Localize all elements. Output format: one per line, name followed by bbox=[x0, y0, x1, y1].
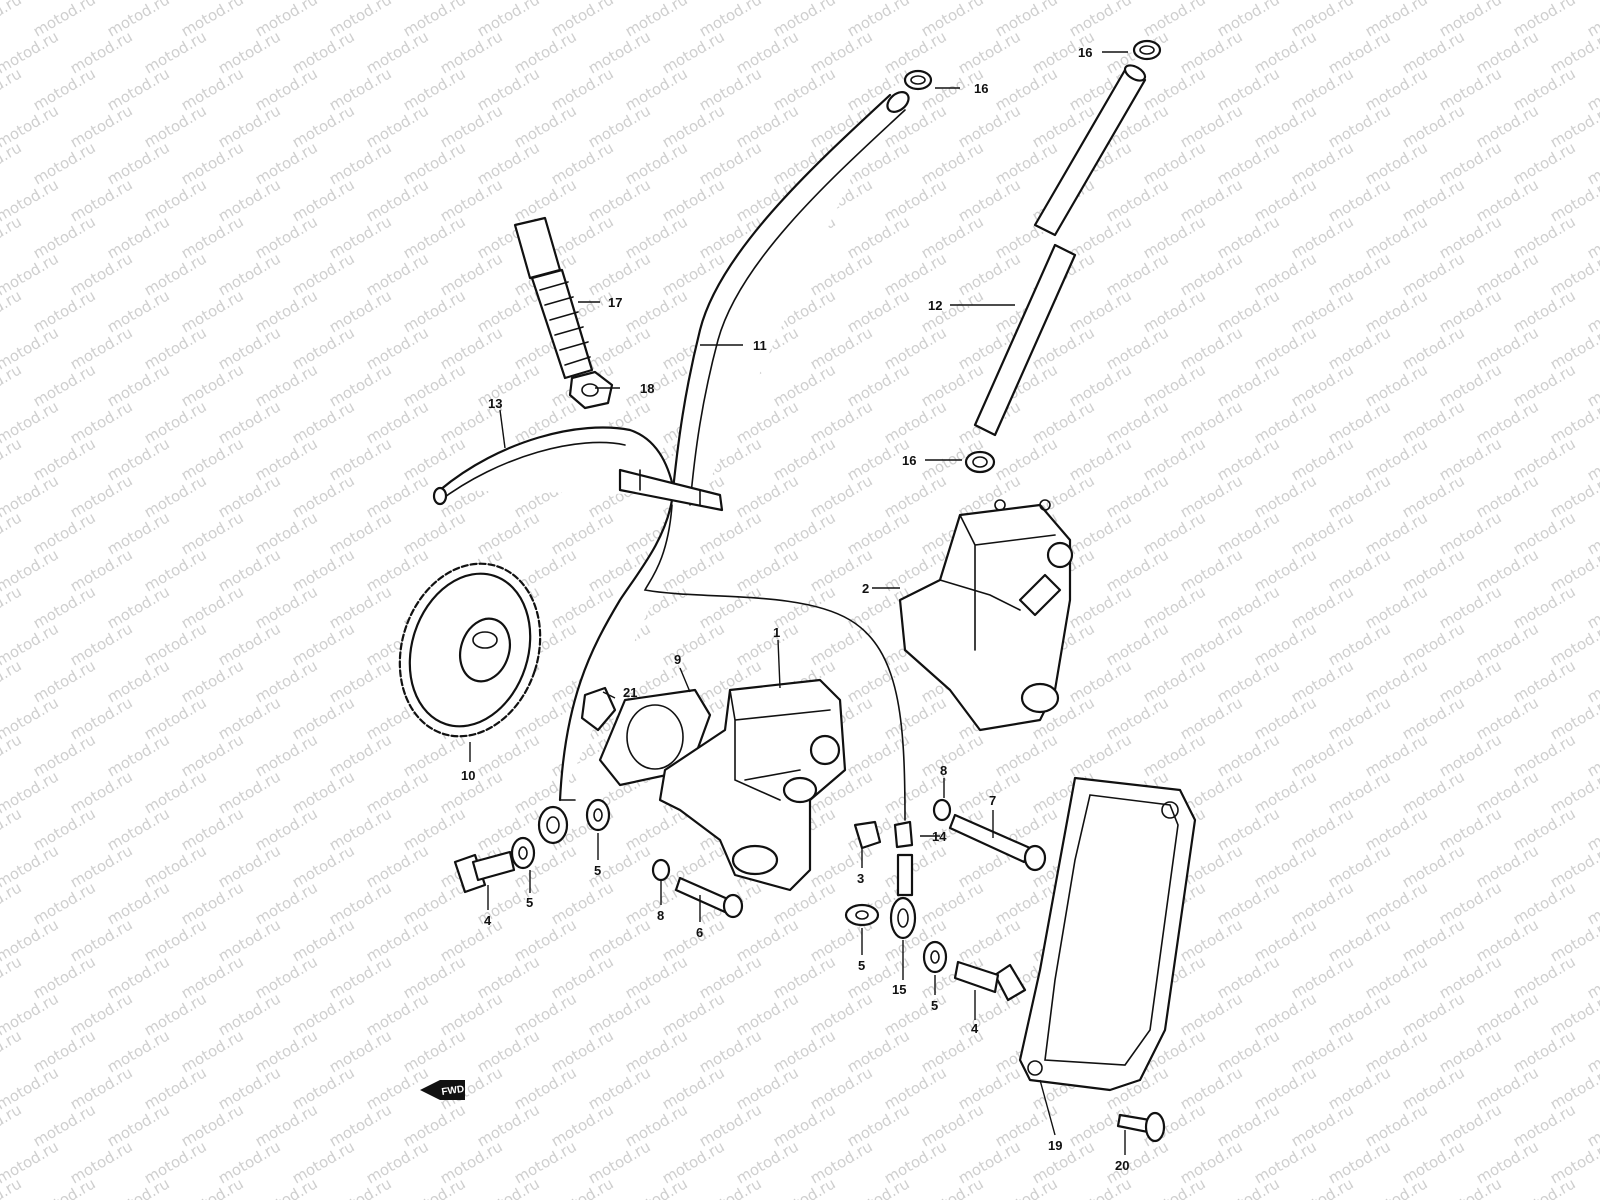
screw-20 bbox=[1116, 1111, 1166, 1143]
bracket-21 bbox=[580, 686, 617, 732]
callout-5-c: 5 bbox=[858, 958, 865, 973]
callout-14: 14 bbox=[932, 829, 947, 844]
hose-11 bbox=[558, 91, 910, 821]
callout-16-c: 16 bbox=[902, 453, 916, 468]
callout-19: 19 bbox=[1048, 1138, 1062, 1153]
callout-9: 9 bbox=[674, 652, 681, 667]
hose-12 bbox=[973, 64, 1147, 437]
nut-18 bbox=[568, 370, 614, 410]
forward-direction-badge: FWD bbox=[420, 1080, 465, 1100]
callout-4-a: 4 bbox=[484, 913, 492, 928]
washer-5-d bbox=[922, 940, 948, 974]
hose-13 bbox=[432, 426, 677, 506]
cover-19 bbox=[1018, 776, 1197, 1092]
oil-pump-1 bbox=[658, 678, 847, 892]
clip-16-top bbox=[903, 69, 933, 91]
leader-lines bbox=[469, 51, 1128, 1155]
callout-5-b: 5 bbox=[526, 895, 533, 910]
callout-13: 13 bbox=[488, 396, 502, 411]
oil-pump-2 bbox=[898, 499, 1074, 732]
fitting-3 bbox=[853, 820, 882, 850]
callout-17: 17 bbox=[608, 295, 622, 310]
banjo-15 bbox=[889, 853, 917, 940]
callout-12: 12 bbox=[928, 298, 942, 313]
clip-16-upper-right bbox=[1132, 39, 1162, 61]
callout-2: 2 bbox=[862, 581, 869, 596]
callout-8-b: 8 bbox=[657, 908, 664, 923]
washer-5-c bbox=[844, 903, 880, 927]
bolt-4-a bbox=[453, 850, 516, 894]
callout-7: 7 bbox=[989, 793, 996, 808]
bolt-7 bbox=[948, 813, 1047, 872]
callout-18: 18 bbox=[640, 381, 654, 396]
callout-1: 1 bbox=[773, 625, 780, 640]
fwd-label: FWD bbox=[441, 1084, 465, 1098]
callout-5-a: 5 bbox=[594, 863, 601, 878]
callout-labels: 16 16 16 17 11 12 18 13 2 9 1 21 10 8 7 … bbox=[461, 45, 1129, 1173]
callout-10: 10 bbox=[461, 768, 475, 783]
washer-8-a bbox=[932, 798, 952, 822]
bolt-6 bbox=[674, 876, 744, 919]
callout-5-d: 5 bbox=[931, 998, 938, 1013]
callout-15: 15 bbox=[892, 982, 906, 997]
clip-16-middle bbox=[964, 450, 996, 474]
washer-5-b bbox=[510, 836, 536, 870]
callout-8-a: 8 bbox=[940, 763, 947, 778]
fitting-14 bbox=[893, 820, 914, 849]
bolt-4-b bbox=[953, 960, 1027, 1002]
callout-11: 11 bbox=[753, 338, 767, 353]
callout-21: 21 bbox=[623, 685, 637, 700]
washer-5-a bbox=[585, 798, 611, 832]
callout-20: 20 bbox=[1115, 1158, 1129, 1173]
callout-3: 3 bbox=[857, 871, 864, 886]
hose-clamp bbox=[618, 468, 724, 512]
callout-16-b: 16 bbox=[974, 81, 988, 96]
banjo-fitting-left bbox=[537, 805, 569, 845]
washer-8-b bbox=[651, 858, 671, 882]
callout-16-a: 16 bbox=[1078, 45, 1092, 60]
gear-10 bbox=[398, 562, 542, 738]
bolt-17 bbox=[513, 216, 594, 380]
callout-6: 6 bbox=[696, 925, 703, 940]
callout-4-b: 4 bbox=[971, 1021, 979, 1036]
